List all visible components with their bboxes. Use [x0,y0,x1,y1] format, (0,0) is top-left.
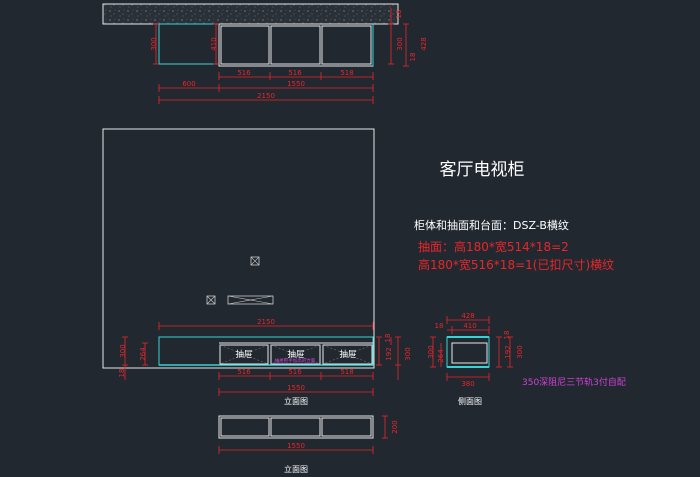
bottom-dimensions [218,415,388,454]
top-drawer-3 [321,25,372,65]
drawer-spec-1: 抽面：高180*宽514*18=2 [418,239,569,254]
front-dimension-labels: 2150 300 18 264 192 18 300 516 516 518 1… [118,318,412,392]
side-dim-left-small: 18 [435,322,444,330]
material-note: 柜体和抽面和台面：DSZ-B横纹 [414,218,569,232]
drawer-2-label: 抽屉 [287,349,304,360]
side-dim-inner-w: 410 [463,322,476,330]
bottom-drawer-3 [321,417,372,437]
bottom-elevation [218,415,374,439]
side-drawer [451,342,488,364]
drawer-1-label: 抽屉 [235,349,252,360]
side-dimension-labels: 428 410 18 18 300 264 192 300 380 [427,312,524,388]
bottom-dim-total-w: 1550 [287,442,305,450]
front-dim-w3: 518 [340,368,353,376]
socket-marker-lower [206,295,216,305]
side-dim-right-small: 18 [503,331,511,340]
front-dimensions [122,322,401,396]
front-dim-mid-h: 264 [139,347,147,361]
top-dim-mid-w: 1550 [287,80,305,88]
front-dim-top-w: 2150 [257,318,275,326]
front-dim-w2: 516 [288,368,302,376]
bottom-dimension-labels: 1550 200 [287,420,399,450]
top-plan-view [102,3,399,67]
front-dim-w1: 516 [237,368,251,376]
front-elevation [102,128,375,369]
side-dim-left-h: 300 [427,345,435,358]
bottom-frame [218,415,374,439]
top-dim-left-w: 600 [182,80,195,88]
top-dimensions [153,8,409,104]
top-dim-right-h2: 428 [420,37,428,50]
front-dim-right-a: 192 [385,347,393,360]
drawer-spec-2: 高180*宽516*18=1(已扣尺寸)横纹 [418,257,614,272]
top-dim-left-h: 300 [150,37,158,50]
top-dim-w1: 516 [237,69,251,77]
drawer-3-label: 抽屉 [339,349,356,360]
drawer-3 [322,344,373,365]
tv-box [227,295,274,305]
top-drawer-1 [220,25,270,65]
front-dim-total-w: 1550 [287,384,305,392]
drawer-2 [270,344,321,365]
top-dim-mid-h: 410 [210,37,218,50]
countertop-granite [102,3,399,25]
front-dim-left-small: 18 [118,369,126,378]
top-drawer-frame [218,23,374,67]
side-dimensions [430,316,513,381]
front-dim-right-b: 18 [384,334,392,343]
front-view-caption: 立面图 [284,396,308,406]
side-dim-left-h2: 264 [437,349,445,363]
top-drawer-2 [270,25,321,65]
front-dim-right-c: 300 [404,347,412,360]
top-dim-w3: 518 [340,69,353,77]
bottom-drawer-1 [220,417,270,437]
rail-note: 350深阻尼三节轨3付自配 [522,376,626,388]
top-dim-right-small: 18 [409,53,417,62]
bottom-dim-h: 200 [391,420,399,433]
top-dimension-labels: 300 410 18 300 18 428 516 516 518 600 15… [150,10,428,100]
side-view-caption: 侧面图 [458,396,482,406]
small-note: 抽屉把手加高的立面 [275,357,316,364]
bottom-view-caption: 立面图 [284,464,308,474]
front-labels: 抽屉 抽屉 抽屉 抽屉把手加高的立面 [235,349,356,364]
socket-marker-upper [250,256,260,266]
front-dim-left-h: 300 [119,344,127,357]
side-dim-right-h: 192 [504,345,512,358]
top-dim-top-small: 18 [395,10,403,19]
top-dim-right-h1: 300 [396,37,404,50]
wall-outline [102,128,375,369]
drawer-1 [219,344,269,365]
top-dim-w2: 516 [288,69,302,77]
side-dim-right-h2: 300 [516,345,524,358]
side-view [446,336,490,368]
side-dim-top-w: 428 [461,312,474,320]
top-dim-total-w: 2150 [257,92,275,100]
drawing-title: 客厅电视柜 [440,160,525,180]
side-dim-bottom-w: 380 [461,380,474,388]
bottom-drawer-2 [270,417,321,437]
